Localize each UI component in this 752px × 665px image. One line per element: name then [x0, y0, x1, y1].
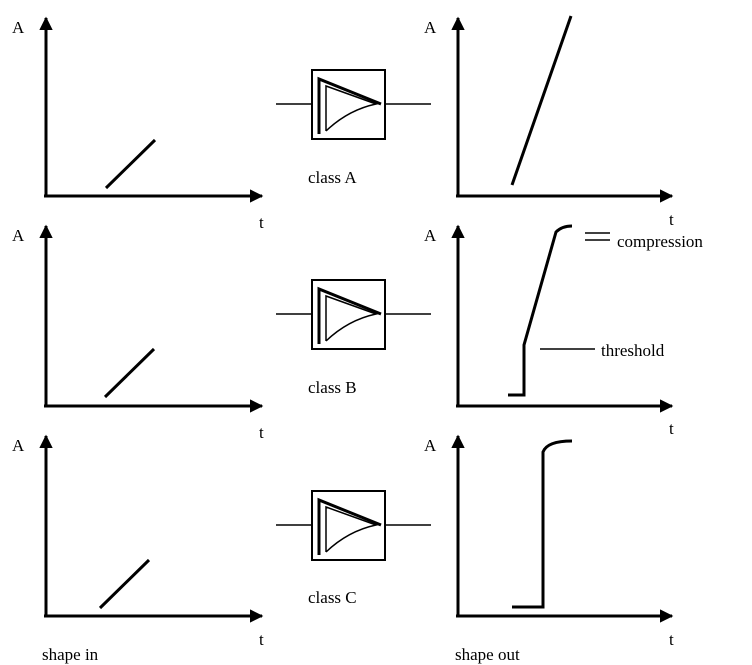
x-axis-label: t	[669, 419, 674, 438]
input-graph-c: A t shape in	[12, 434, 264, 664]
x-axis-label: t	[669, 630, 674, 649]
x-axis-label: t	[259, 423, 264, 442]
output-threshold-curve	[508, 224, 573, 397]
amp-triangle-inner	[325, 84, 379, 132]
output-caption: shape out	[455, 645, 520, 664]
x-axis-label: t	[259, 213, 264, 232]
input-graph-b: A t	[12, 224, 264, 442]
y-axis-label: A	[12, 18, 25, 37]
output-graph-c: A t shape out	[424, 434, 674, 664]
amplifier-b: class B	[276, 279, 431, 397]
amp-triangle	[317, 286, 382, 344]
x-axis-label: t	[669, 210, 674, 229]
output-graph-a: A t	[424, 15, 674, 229]
amp-triangle	[317, 497, 382, 555]
threshold-label: threshold	[601, 341, 665, 360]
amp-label: class C	[308, 588, 357, 607]
y-axis-label: A	[12, 436, 25, 455]
input-ramp	[104, 138, 157, 190]
x-axis-label: t	[259, 630, 264, 649]
output-clipped-curve	[512, 439, 573, 609]
row-class-a: A t class A A t	[12, 15, 674, 232]
input-ramp	[98, 558, 151, 610]
compression-label: compression	[617, 232, 703, 251]
amp-triangle-inner	[325, 505, 379, 553]
input-ramp	[103, 347, 156, 399]
amplifier-c: class C	[276, 490, 431, 607]
input-graph-a: A t	[12, 16, 264, 232]
row-class-b: A t class B A t compression threshold	[12, 224, 703, 442]
y-axis-label: A	[424, 18, 437, 37]
amp-triangle	[317, 76, 382, 134]
row-class-c: A t shape in class C A t shape out	[12, 434, 674, 664]
output-linear	[510, 15, 573, 186]
input-caption: shape in	[42, 645, 99, 664]
amp-label: class B	[308, 378, 357, 397]
amp-triangle-inner	[325, 294, 379, 342]
y-axis-label: A	[12, 226, 25, 245]
amplifier-a: class A	[276, 69, 431, 187]
amp-label: class A	[308, 168, 357, 187]
y-axis-label: A	[424, 436, 437, 455]
y-axis-label: A	[424, 226, 437, 245]
output-graph-b: A t compression threshold	[424, 224, 703, 438]
